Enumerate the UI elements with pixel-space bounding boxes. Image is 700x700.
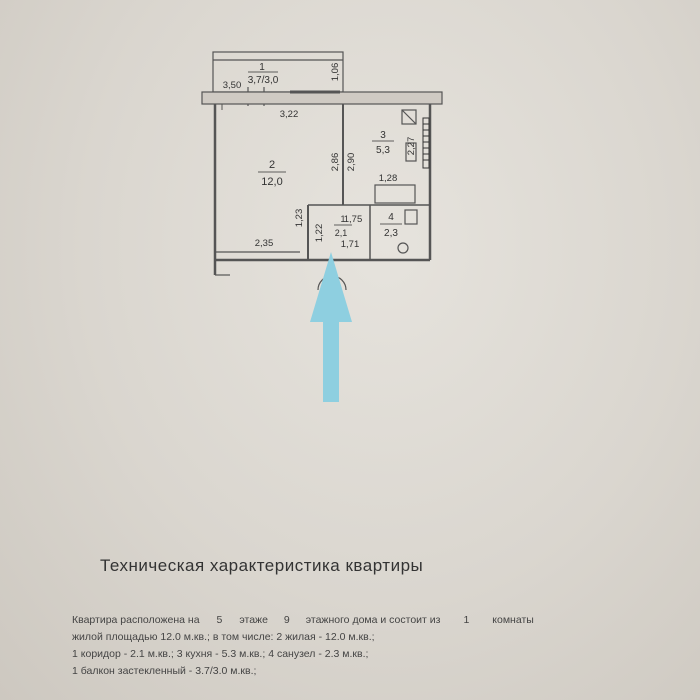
sink-bath xyxy=(404,209,418,225)
desc-line-3: 1 коридор - 2.1 м.кв.; 3 кухня - 5.3 м.к… xyxy=(72,646,692,663)
room-area-value: 12.0 xyxy=(325,631,346,643)
room-area-kitchen: 5,3 xyxy=(376,145,390,156)
desc-line-2: жилой площадью 12.0 м.кв.; в том числе: … xyxy=(72,629,692,646)
living-area-value: 12.0 xyxy=(160,631,181,643)
desc-text: м.кв.; xyxy=(342,648,369,660)
bathtub xyxy=(374,184,416,204)
room-number-corridor: 1 xyxy=(340,214,345,224)
apartment-description: Квартира расположена на 5 этаже 9 этажно… xyxy=(72,612,692,680)
desc-text: коридор - xyxy=(80,648,128,660)
dim-106: 1,06 xyxy=(330,63,341,82)
room-number-kitchen: 3 xyxy=(380,130,386,141)
room-number-bathroom: 4 xyxy=(388,212,394,223)
desc-text: м.кв.; xyxy=(348,631,375,643)
room-number-living: 2 xyxy=(269,159,275,171)
desc-text: м.кв.; в том числе: xyxy=(183,631,274,643)
desc-text: м.кв.; xyxy=(147,648,174,660)
dim-290: 2,90 xyxy=(346,153,357,172)
top-wall xyxy=(201,91,443,105)
dim-286: 2,86 xyxy=(330,153,341,172)
desc-line-1: Квартира расположена на 5 этаже 9 этажно… xyxy=(72,612,692,629)
dim-128: 1,28 xyxy=(379,173,398,184)
total-floors-value: 9 xyxy=(283,614,290,626)
rooms-count-value: 1 xyxy=(463,614,470,626)
dim-122: 1,22 xyxy=(314,224,325,243)
document-title: Техническая характеристика квартиры xyxy=(100,556,424,575)
desc-text: балкон застекленный - xyxy=(80,665,193,677)
desc-text: этажного дома и состоит из xyxy=(305,614,441,626)
dim-123: 1,23 xyxy=(294,209,305,228)
room-area-value: 5.3 xyxy=(221,648,237,660)
desc-text: жилая - xyxy=(285,631,323,643)
room-area-value: 2.3 xyxy=(324,648,340,660)
desc-line-4: 1 балкон застекленный - 3.7/3.0 м.кв.; xyxy=(72,663,692,680)
room-area-balcony: 3,7/3,0 xyxy=(248,75,279,86)
room-area-living: 12,0 xyxy=(261,176,282,188)
room-area-bathroom: 2,3 xyxy=(384,228,398,239)
room-area-value: 3.7/3.0 xyxy=(195,665,228,677)
desc-text: м.кв.; xyxy=(230,665,257,677)
radiator xyxy=(422,117,430,169)
room-index: 4 xyxy=(268,648,275,660)
room-area-corridor: 2,1 xyxy=(335,228,348,238)
ventilation-diagonal xyxy=(401,109,417,125)
entrance-arrow-icon xyxy=(310,252,352,402)
dim-235: 2,35 xyxy=(255,238,274,249)
desc-text: жилой площадью xyxy=(72,631,158,643)
room-index: 1 xyxy=(72,665,78,677)
dim-227: 2,27 xyxy=(406,137,417,156)
room-index: 3 xyxy=(176,648,183,660)
desc-text: комнаты xyxy=(492,614,534,626)
dim-175: 1,75 xyxy=(344,214,363,225)
desc-text: кухня - xyxy=(185,648,219,660)
dim-322: 3,22 xyxy=(280,109,299,120)
room-number-balcony: 1 xyxy=(259,62,265,73)
dim-350: 3,50 xyxy=(223,80,242,91)
room-index: 1 xyxy=(72,648,78,660)
ventilation-shaft xyxy=(401,109,417,125)
toilet xyxy=(397,242,409,254)
room-index: 2 xyxy=(276,631,283,643)
desc-text: санузел - xyxy=(276,648,322,660)
dim-171: 1,71 xyxy=(341,239,360,250)
sink xyxy=(405,142,417,162)
desc-text: Квартира расположена на xyxy=(72,614,200,626)
desc-text: м.кв.; xyxy=(239,648,266,660)
desc-text: этаже xyxy=(239,614,268,626)
floor-value: 5 xyxy=(216,614,223,626)
room-area-value: 2.1 xyxy=(130,648,145,660)
